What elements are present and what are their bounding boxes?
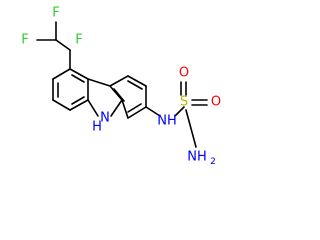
bond-ring-a-double-2 [71,96,85,105]
trifluoromethyl-group [36,21,71,70]
bond-ring-a6 [69,68,89,80]
bond-ring-b1 [109,75,129,87]
bond-cf-right [55,39,71,51]
ring-hydrogen-label: H [92,120,102,135]
fluorine-left-label: F [21,33,28,48]
left-benzene-ring [52,68,89,111]
bond-ring-a-double-3 [71,74,85,83]
sulfamide-chain [145,81,208,148]
fluorine-right-label: F [75,33,82,48]
bond-ring-b-double-3 [113,88,125,102]
bond-ring-a3 [52,99,71,111]
right-benzene-ring [109,75,147,119]
fluorine-top-label: F [52,6,59,21]
oxygen-top-label: O [179,66,189,81]
amine-nh-label: NH [157,114,177,129]
bond-ring-b5 [121,99,129,119]
bond-pyrrole-1 [87,99,99,117]
bond-ring-b-double-2 [127,103,142,113]
bond-ring-a4 [69,99,89,111]
ring-nitrogen-label: N [100,111,110,126]
bond-ring-a1 [52,68,71,80]
bond-pyrrole-2 [110,99,123,117]
bond-ring-nh [145,106,161,117]
bond-pyrrole-4 [109,85,123,101]
amino-nh2-subscript: 2 [210,157,216,167]
sulfur-label: S [180,95,188,110]
oxygen-right-label: O [211,95,221,110]
bond-nh-s [174,106,185,117]
bond-ring-b-double-1 [127,80,143,90]
bond-ring-b4 [127,106,147,119]
bond-ring-b2 [127,75,147,87]
bond-pyrrole-3 [87,78,111,87]
molecule-structure: F F F N H NH S O O NH 2 [21,6,221,168]
pyrrole-ring [87,78,123,117]
amino-nh2-label: NH [187,150,207,165]
bond-s-nh2 [185,109,197,148]
